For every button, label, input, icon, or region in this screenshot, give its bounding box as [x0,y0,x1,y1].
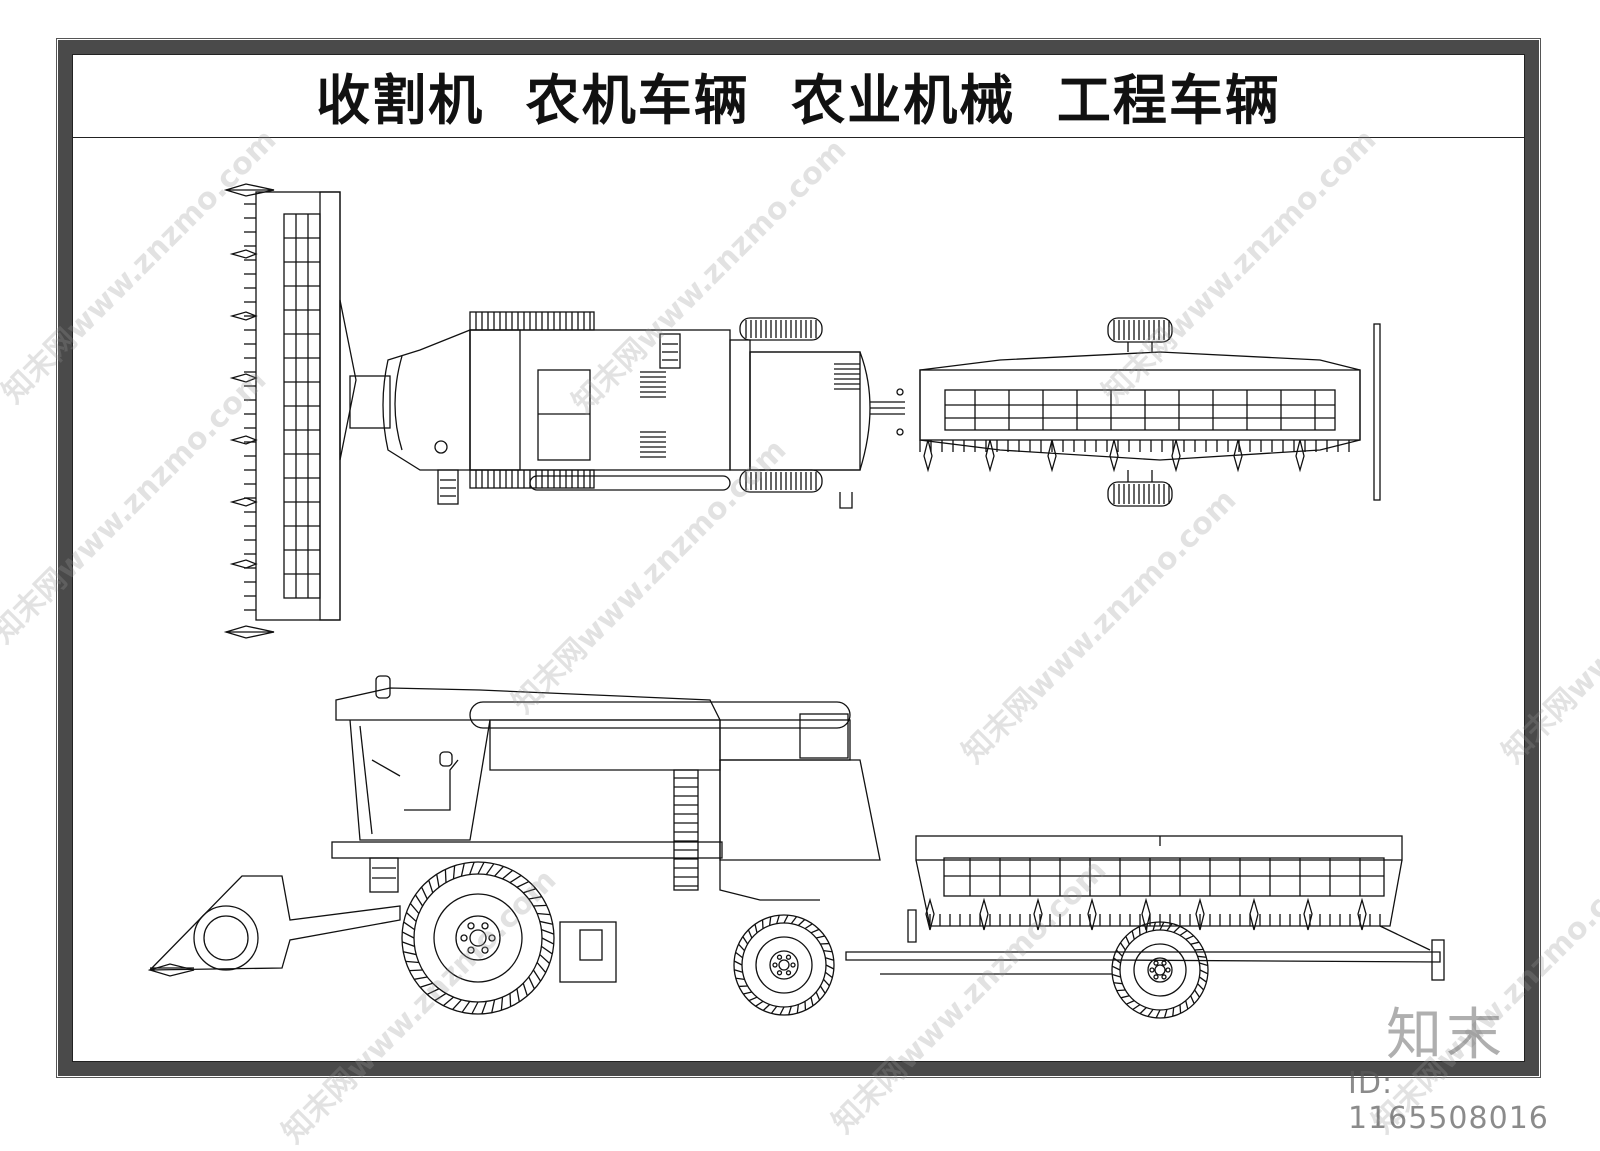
header-top-view-left [226,184,390,638]
header-top-view-right [920,318,1380,506]
combine-side-view [150,676,880,1015]
brand-logo-text: 知末 [1386,990,1506,1071]
combine-top-view [383,312,905,508]
cad-drawing [0,0,1600,1125]
id-label: ID: 1165508016 [1348,1066,1600,1136]
header-trailer-side-view [846,836,1444,1018]
